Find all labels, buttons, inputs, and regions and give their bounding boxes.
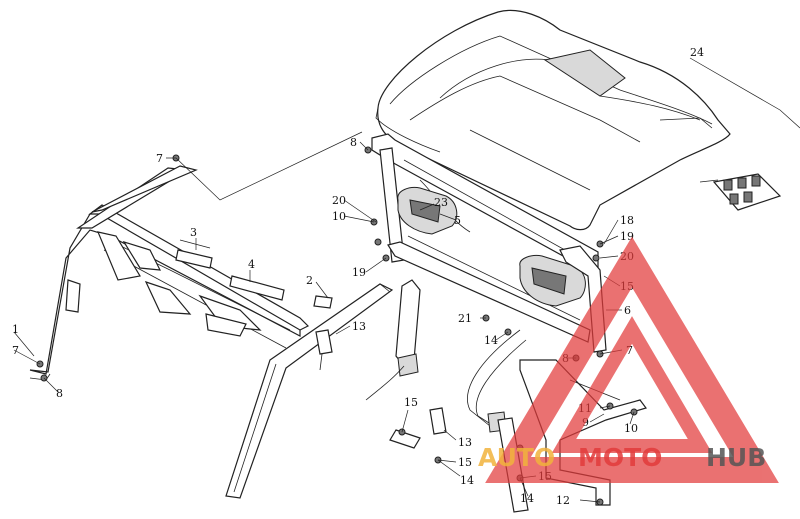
callout-13: 13 — [352, 320, 366, 333]
seat-belt-right — [389, 329, 527, 449]
callout-22: 23 — [434, 196, 448, 209]
callout-7: 7 — [156, 152, 163, 165]
front-cross-panel — [371, 133, 599, 343]
callout-8: 8 — [56, 387, 63, 400]
callout-14: 14 — [460, 474, 474, 487]
callout-14: 14 — [520, 492, 534, 505]
callout-4: 4 — [248, 258, 255, 271]
watermark-triangle-outer — [485, 236, 779, 483]
callout-14: 14 — [484, 334, 498, 347]
callout-12: 12 — [556, 494, 570, 507]
front-post — [225, 283, 394, 499]
light-housing — [397, 187, 458, 235]
callout-2: 2 — [306, 274, 313, 287]
watermark-moto: MOTO — [578, 443, 662, 472]
callout-21: 21 — [458, 312, 472, 325]
callout-15: 15 — [458, 456, 472, 469]
callout-23: 24 — [690, 46, 704, 59]
roof-panel — [375, 9, 731, 231]
callout-5: 5 — [454, 214, 461, 227]
watermark-hub: HUB — [706, 443, 766, 472]
hardware-kit — [712, 173, 782, 211]
callout-3: 3 — [190, 226, 197, 239]
callout-7: 7 — [12, 344, 19, 357]
callout-6: 6 — [624, 304, 631, 317]
callout-8: 8 — [350, 136, 357, 149]
callout-10: 10 — [332, 210, 346, 223]
watermark-text: AUTO MOTO HUB — [478, 443, 766, 472]
callout-17: 20 — [332, 194, 346, 207]
callout-10: 10 — [624, 422, 638, 435]
callout-18: 18 — [620, 214, 634, 227]
watermark-logo — [485, 236, 779, 483]
callout-1: 1 — [12, 323, 19, 336]
callout-7: 7 — [626, 344, 633, 357]
seat-belt-left — [315, 279, 421, 401]
rear-frame — [29, 165, 310, 381]
watermark-auto: AUTO — [478, 443, 555, 472]
callout-15: 15 — [404, 396, 418, 409]
callout-13: 13 — [458, 436, 472, 449]
decal-strips — [175, 239, 333, 309]
watermark-triangle-inner — [551, 316, 713, 453]
callout-16: 19 — [352, 266, 366, 279]
